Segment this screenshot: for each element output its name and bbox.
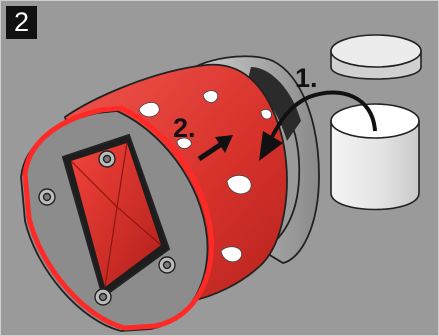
container-lid <box>331 35 421 79</box>
step-1-label: 1. <box>295 63 318 93</box>
step-2-label: 2. <box>173 113 196 143</box>
step-number-badge: 2 <box>6 6 37 39</box>
